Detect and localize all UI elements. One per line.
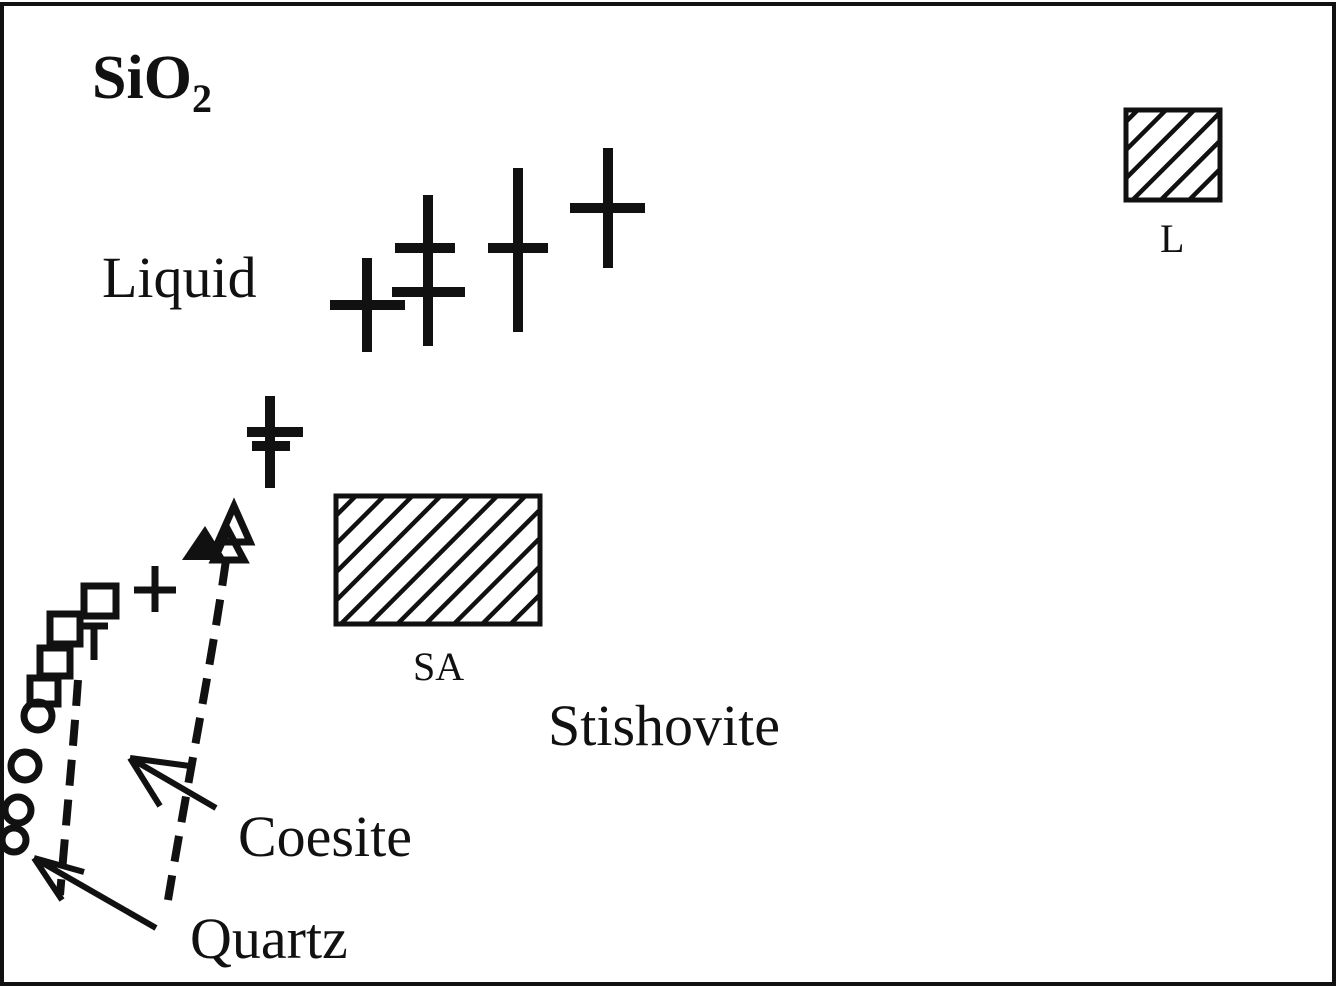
coesite-arrow (127, 755, 218, 811)
quartz-coesite-boundary (56, 679, 82, 896)
title-subscript: 2 (192, 76, 212, 121)
sa-region (333, 493, 543, 627)
square-marker-2 (46, 610, 84, 648)
title-sio2: SiO2 (92, 44, 212, 121)
label-coesite: Coesite (238, 804, 412, 869)
liquid-markers (247, 148, 645, 488)
circle-marker-4 (0, 824, 30, 856)
label-stishovite: Stishovite (548, 693, 780, 758)
circle-marker-2 (7, 748, 43, 784)
phase-boundaries (56, 559, 230, 901)
liquid-cross-2 (392, 195, 465, 346)
square-marker-1 (80, 582, 120, 620)
label-l: L (1160, 216, 1184, 261)
l-legend-box (1123, 107, 1223, 203)
liquid-cross-4 (570, 148, 645, 268)
label-liquid: Liquid (102, 245, 257, 310)
small-plus-marker (134, 566, 176, 612)
square-markers (26, 582, 120, 708)
liquid-cross-1 (330, 258, 405, 352)
triangle-markers (182, 497, 256, 564)
liquid-cross-3 (488, 168, 548, 332)
annotation-arrows (31, 755, 218, 931)
label-quartz: Quartz (190, 906, 348, 971)
triangle-open-2 (208, 522, 250, 564)
circle-markers (0, 698, 56, 856)
label-sa: SA (413, 644, 464, 689)
liquid-cross-5 (247, 396, 303, 488)
square-marker-3 (36, 644, 74, 680)
square-tick (78, 622, 108, 660)
circle-marker-3 (1, 793, 35, 827)
circle-marker-1 (20, 698, 56, 734)
coesite-stishovite-boundary (164, 559, 230, 901)
quartz-arrow (31, 855, 158, 931)
